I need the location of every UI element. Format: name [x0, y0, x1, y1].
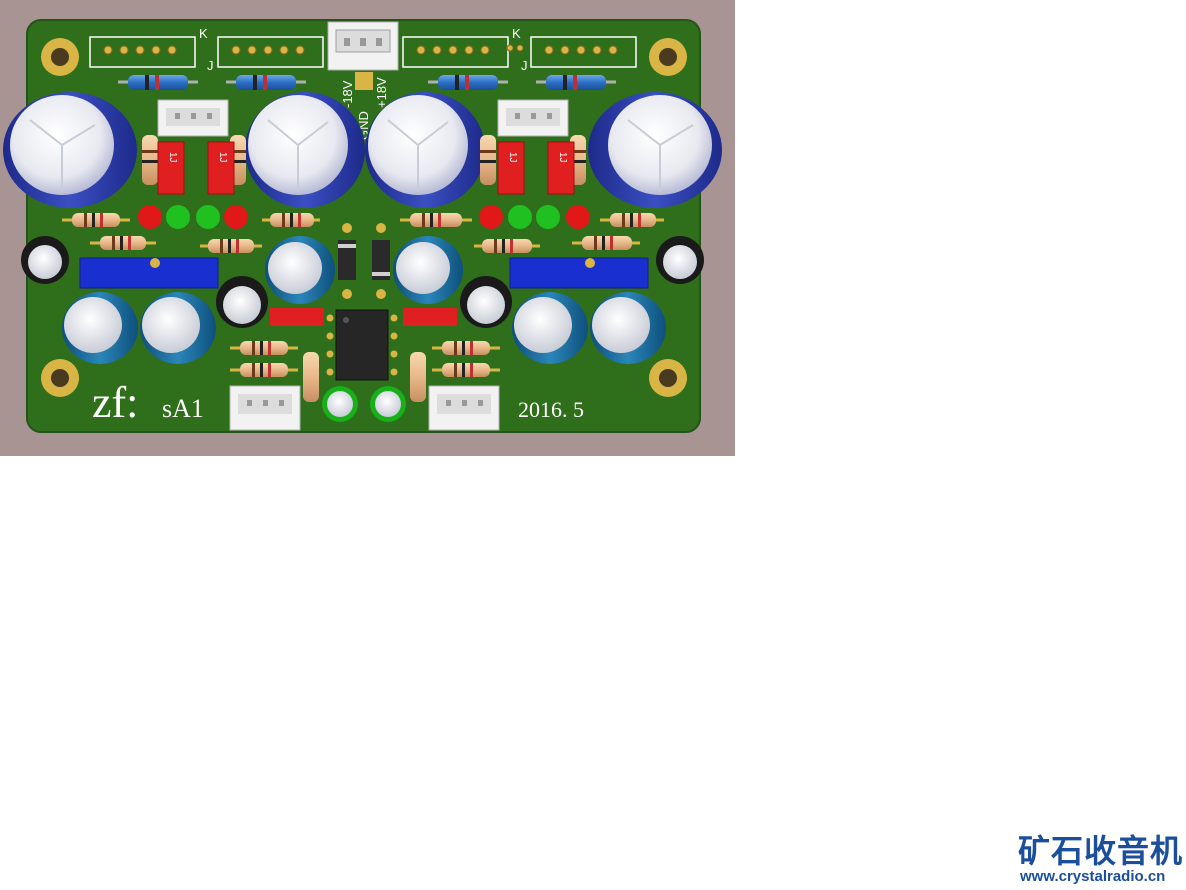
- watermark-url: www.crystalradio.cn: [1020, 868, 1166, 885]
- film-mark-1: 1J: [167, 152, 178, 163]
- diodes: [338, 223, 390, 299]
- header-mark-j-left: J: [207, 58, 214, 73]
- header-pads: [103, 44, 618, 55]
- black-capacitors: [21, 236, 704, 328]
- top-blue-resistors: [118, 75, 616, 90]
- header-silk-labels: K J K J: [199, 26, 528, 73]
- large-capacitors: [3, 92, 722, 208]
- film-mark-2: 1J: [217, 152, 228, 163]
- header-mark-k-left: K: [199, 26, 208, 41]
- power-connector: [327, 21, 399, 90]
- teal-capacitors: [62, 236, 666, 364]
- op-amp-ic: [326, 309, 398, 381]
- watermark-site-name: 矿石收音机: [1018, 832, 1184, 870]
- board-model: sA1: [162, 394, 204, 423]
- pcb-render: K J K J -18V GND +18V: [0, 0, 735, 456]
- bottom-connectors: [229, 385, 500, 431]
- green-capacitors: [322, 386, 406, 422]
- label-neg-18v: -18V: [340, 80, 355, 108]
- mounting-holes: [41, 38, 687, 397]
- header-mark-j-right: J: [521, 58, 528, 73]
- site-watermark: 矿石收音机 www.crystalradio.cn: [1018, 826, 1183, 888]
- power-labels: -18V GND +18V: [340, 77, 389, 140]
- film-cap-marks: 1J 1J 1J 1J: [167, 152, 568, 163]
- film-mark-3: 1J: [507, 152, 518, 163]
- blue-trimmers: [79, 257, 649, 289]
- board-logo: zf:: [92, 378, 138, 427]
- top-headers: [89, 36, 637, 68]
- lower-resistors: [230, 341, 500, 402]
- header-mark-k-right: K: [512, 26, 521, 41]
- film-mark-4: 1J: [557, 152, 568, 163]
- vertical-resistors: [142, 135, 586, 185]
- red-smd-capacitors: [270, 308, 457, 326]
- red-film-capacitors: [157, 141, 575, 195]
- board-date: 2016. 5: [518, 397, 584, 422]
- leds: [138, 205, 590, 229]
- label-pos-18v: +18V: [374, 77, 389, 108]
- mid-resistors: [62, 213, 664, 253]
- upper-connectors: [157, 99, 569, 137]
